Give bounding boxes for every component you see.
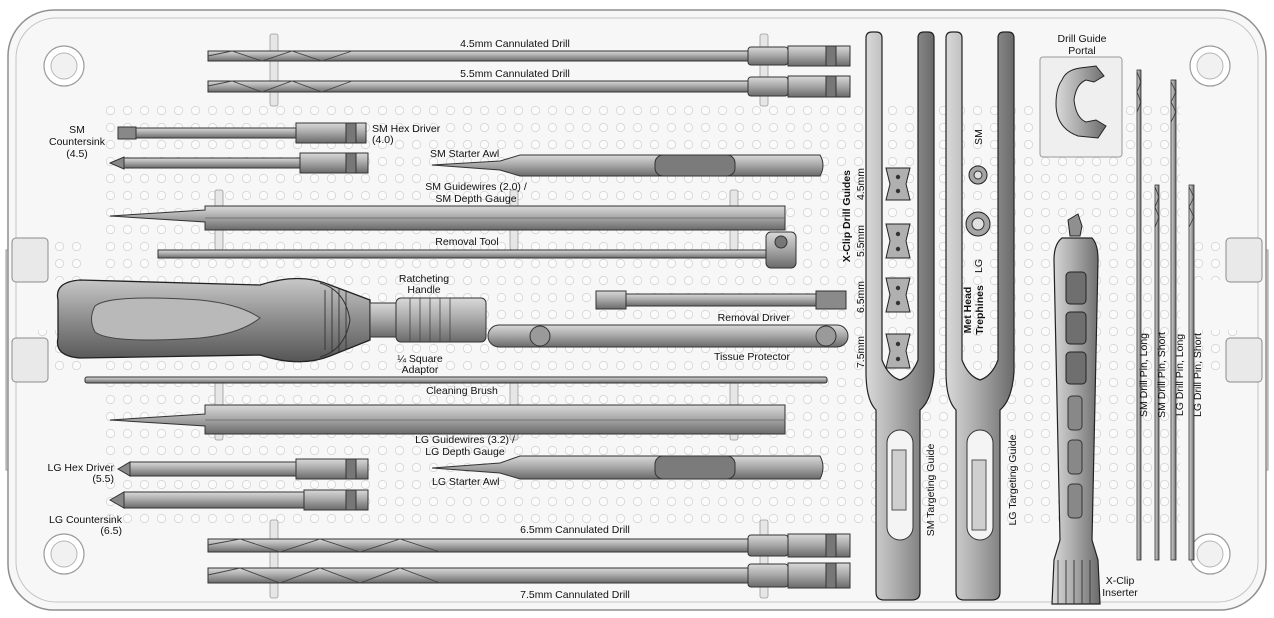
xclip-drill-guide-4-5mm xyxy=(885,167,911,201)
label-trephine-lg: LG xyxy=(973,259,985,273)
label-lg-hex-driver-line1: LG Hex Driver xyxy=(47,462,114,474)
label-square-adaptor-line2: Adaptor xyxy=(402,364,439,376)
label-lg-starter-awl: LG Starter Awl xyxy=(432,476,500,488)
lg-guidewires-depth-gauge xyxy=(109,404,786,435)
label-lg-guidewires-line2: LG Depth Gauge xyxy=(425,446,505,458)
label-xclip-inserter-line1: X-Clip xyxy=(1106,575,1135,587)
label-drill-7-5mm: 7.5mm Cannulated Drill xyxy=(520,589,630,601)
label-lg-targeting-guide: LG Targeting Guide xyxy=(1007,434,1019,525)
lg-countersink xyxy=(108,489,369,511)
ratcheting-handle xyxy=(56,277,487,363)
label-removal-driver: Removal Driver xyxy=(718,312,791,324)
sm-starter-awl xyxy=(431,154,824,177)
label-size-6-5mm: 6.5mm xyxy=(855,281,867,313)
drill-4-5mm xyxy=(207,45,851,67)
label-drill-5-5mm: 5.5mm Cannulated Drill xyxy=(460,68,570,80)
label-xclip-inserter-line2: Inserter xyxy=(1102,587,1138,599)
tissue-protector xyxy=(487,324,849,348)
label-sm-guidewires-line2: SM Depth Gauge xyxy=(435,193,516,205)
label-met-head-trephines-line2: Trephines xyxy=(974,285,986,335)
label-sm-countersink-line1: SM xyxy=(69,124,85,136)
sm-drill-pin-long xyxy=(1136,69,1142,561)
xclip-drill-guide-6-5mm xyxy=(885,277,911,313)
label-ratcheting-handle-line2: Handle xyxy=(407,284,440,296)
label-trephine-sm: SM xyxy=(973,129,985,145)
label-drill-6-5mm: 6.5mm Cannulated Drill xyxy=(520,524,630,536)
sm-targeting-guide xyxy=(865,31,935,601)
label-lg-guidewires-line1: LG Guidewires (3.2) / xyxy=(415,434,515,446)
label-drill-4-5mm: 4.5mm Cannulated Drill xyxy=(460,38,570,50)
cleaning-brush xyxy=(84,376,828,384)
xclip-drill-guide-5-5mm xyxy=(885,223,911,259)
labels: 4.5mm Cannulated Drill 5.5mm Cannulated … xyxy=(47,33,1204,601)
label-sm-targeting-guide: SM Targeting Guide xyxy=(925,444,937,537)
sm-guidewires-depth-gauge xyxy=(109,205,786,231)
label-cleaning-brush: Cleaning Brush xyxy=(426,385,498,397)
lg-starter-awl xyxy=(431,455,824,480)
label-ratcheting-handle-line1: Ratcheting xyxy=(399,273,449,285)
label-drill-guide-portal-line1: Drill Guide xyxy=(1057,33,1106,45)
xclip-drill-guide-7-5mm xyxy=(885,333,911,369)
drill-guide-portal xyxy=(1039,56,1123,158)
removal-driver xyxy=(595,290,847,310)
lg-hex-driver xyxy=(117,458,369,480)
lg-drill-pin-long xyxy=(1170,79,1177,561)
label-lg-countersink-line2: (6.5) xyxy=(100,525,122,537)
label-sm-drill-pin-long: SM Drill Pin, Long xyxy=(1138,333,1150,417)
label-drill-guide-portal-line2: Portal xyxy=(1068,45,1095,57)
label-lg-countersink-line1: LG Countersink xyxy=(49,514,123,526)
label-lg-hex-driver-line2: (5.5) xyxy=(92,473,114,485)
label-lg-drill-pin-short: LG Drill Pin, Short xyxy=(1192,333,1204,417)
label-sm-starter-awl: SM Starter Awl xyxy=(430,148,499,160)
label-xclip-drill-guides: X-Clip Drill Guides xyxy=(841,170,853,262)
label-tissue-protector: Tissue Protector xyxy=(714,351,791,363)
removal-tool xyxy=(157,231,797,269)
label-removal-tool: Removal Tool xyxy=(435,236,498,248)
label-sm-countersink-line2: Countersink xyxy=(49,136,106,148)
label-sm-hex-driver-line1: SM Hex Driver xyxy=(372,123,441,135)
drill-5-5mm xyxy=(207,75,851,98)
xclip-inserter xyxy=(1051,213,1101,605)
label-sm-countersink-line3: (4.5) xyxy=(66,148,88,160)
label-met-head-trephines-line1: Met Head xyxy=(962,287,974,334)
label-size-4-5mm: 4.5mm xyxy=(855,168,867,200)
drill-6-5mm xyxy=(207,533,851,558)
drill-7-5mm xyxy=(207,562,851,589)
lg-drill-pin-short xyxy=(1188,184,1195,561)
label-size-5-5mm: 5.5mm xyxy=(855,225,867,257)
label-sm-guidewires-line1: SM Guidewires (2.0) / xyxy=(425,181,527,193)
label-sm-hex-driver-line2: (4.0) xyxy=(372,134,394,146)
label-sm-drill-pin-short: SM Drill Pin, Short xyxy=(1156,332,1168,418)
met-head-trephines xyxy=(965,165,991,237)
sm-countersink xyxy=(117,122,367,144)
lg-targeting-guide xyxy=(945,31,1015,601)
xclip-drill-guides xyxy=(885,167,911,369)
label-size-7-5mm: 7.5mm xyxy=(855,336,867,368)
sm-drill-pin-short xyxy=(1154,184,1160,561)
label-lg-drill-pin-long: LG Drill Pin, Long xyxy=(1174,334,1186,416)
sm-hex-driver xyxy=(108,152,369,174)
label-square-adaptor-line1: ¼ Square xyxy=(397,353,443,365)
